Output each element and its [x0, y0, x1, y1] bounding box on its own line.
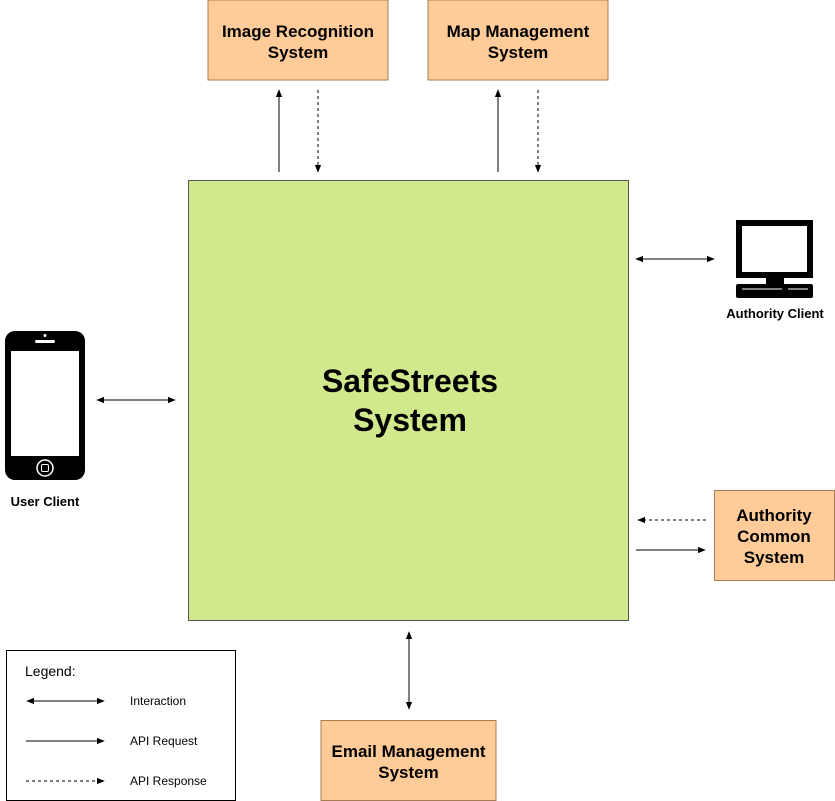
legend-response-label: API Response: [130, 774, 207, 788]
safestreets-label-line1: SafeStreets: [322, 363, 498, 399]
authority-common-label-line1: Authority: [736, 506, 812, 525]
legend-title: Legend:: [25, 663, 76, 679]
safestreets-system-node: SafeStreets System: [188, 180, 629, 621]
user-client-label: User Client: [11, 494, 80, 509]
image-recognition-label-line1: Image Recognition: [222, 22, 374, 41]
email-management-system-node: Email Management System: [320, 720, 497, 801]
authority-client-label: Authority Client: [726, 306, 824, 321]
map-management-label-line2: System: [488, 43, 548, 62]
legend: Legend: Interaction API Request API Resp…: [6, 650, 236, 801]
legend-request-label: API Request: [130, 734, 198, 748]
smartphone-icon: [5, 331, 85, 480]
legend-interaction-label: Interaction: [130, 694, 186, 708]
map-management-label-line1: Map Management: [447, 22, 590, 41]
map-management-system-node: Map Management System: [427, 0, 609, 81]
authority-common-system-node: Authority Common System: [714, 490, 835, 581]
authority-common-label-line3: System: [744, 548, 804, 567]
email-management-label-line1: Email Management: [332, 742, 486, 761]
safestreets-label-line2: System: [353, 402, 467, 438]
image-recognition-system-node: Image Recognition System: [207, 0, 389, 81]
email-management-label-line2: System: [378, 763, 438, 782]
authority-common-label-line2: Common: [737, 527, 811, 546]
image-recognition-label-line2: System: [268, 43, 328, 62]
computer-monitor-icon: [736, 220, 813, 298]
